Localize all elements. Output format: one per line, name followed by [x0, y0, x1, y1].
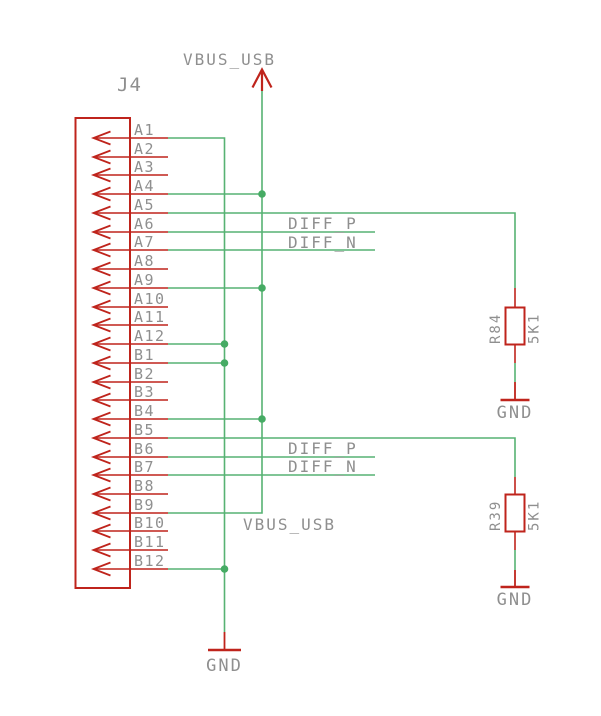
pin-label: A12: [134, 327, 166, 345]
pin-label: A6: [134, 215, 155, 233]
pin-b12: B12: [90, 552, 168, 577]
pin-label: B3: [134, 383, 155, 401]
pin-label: B11: [134, 533, 166, 551]
connector-refdes: J4: [117, 74, 142, 96]
net-label-vbus[interactable]: VBUS_USB: [243, 515, 336, 534]
pin-label: B9: [134, 496, 155, 514]
gnd-symbol-r39[interactable]: GND: [497, 570, 534, 610]
net-label-diff-p-b[interactable]: DIFF_P: [288, 439, 358, 458]
resistor-value: 5K1: [527, 500, 543, 531]
pin-b6: B6: [90, 440, 168, 465]
pin-b9: B9: [90, 496, 168, 521]
wire-cc2-to-r39[interactable]: [168, 437, 516, 477]
pin-label: A3: [134, 158, 155, 176]
pin-b5: B5: [90, 421, 168, 446]
pin-b1: B1: [90, 346, 168, 371]
pin-label: B2: [134, 365, 155, 383]
gnd-symbol-main[interactable]: GND: [206, 632, 243, 676]
pin-label: A2: [134, 140, 155, 158]
gnd-label: GND: [497, 590, 534, 610]
connector-outline: [74, 117, 131, 589]
pin-label: A9: [134, 271, 155, 289]
pin-b8: B8: [90, 477, 168, 502]
pin-a1: A1: [90, 121, 168, 146]
pin-label: B8: [134, 477, 155, 495]
junction-dot: [220, 565, 229, 573]
pin-label: B1: [134, 346, 155, 364]
pin-label: A7: [134, 233, 155, 251]
pin-a9: A9: [90, 271, 168, 296]
gnd-label: GND: [497, 403, 534, 423]
pin-a11: A11: [90, 308, 168, 333]
resistor-body: [504, 493, 526, 533]
pin-a8: A8: [90, 252, 168, 277]
up-arrow-icon: [251, 67, 273, 89]
junction-dot: [258, 190, 266, 198]
pin-label: A10: [134, 290, 166, 308]
wire-vbus-vertical: [168, 91, 263, 514]
resistor-value: 5K1: [527, 313, 543, 344]
resistor-r84[interactable]: R84 5K1: [488, 288, 543, 363]
net-label-diff-n-a[interactable]: DIFF_N: [288, 233, 358, 252]
pin-b7: B7: [90, 458, 168, 483]
pin-a2: A2: [90, 140, 168, 165]
pin-label: A11: [134, 308, 166, 326]
power-flag-vbus-top[interactable]: VBUS_USB: [183, 50, 276, 91]
pin-label: A1: [134, 121, 155, 139]
net-label-diff-n-b[interactable]: DIFF_N: [288, 457, 358, 476]
power-flag-label: VBUS_USB: [183, 50, 276, 69]
pin-a6: A6: [90, 215, 168, 240]
net-vbus-wires[interactable]: [168, 91, 266, 514]
pin-a7: A7: [90, 233, 168, 258]
resistor-body: [504, 306, 526, 346]
resistor-r39[interactable]: R39 5K1: [488, 477, 543, 550]
net-label-diff-p-a[interactable]: DIFF_P: [288, 214, 358, 233]
junction-dot: [258, 284, 266, 292]
pin-label: A4: [134, 177, 155, 195]
pin-b2: B2: [90, 365, 168, 390]
pin-label: A8: [134, 252, 155, 270]
pin-label: B10: [134, 514, 166, 532]
pin-label: B6: [134, 440, 155, 458]
resistor-refdes: R39: [488, 500, 504, 531]
junction-dot: [258, 415, 266, 423]
gnd-label: GND: [206, 656, 243, 676]
resistor-refdes: R84: [488, 313, 504, 344]
pin-a3: A3: [90, 158, 168, 183]
pin-a4: A4: [90, 177, 168, 202]
wire-cc1-to-r84[interactable]: [168, 212, 516, 288]
pin-b10: B10: [90, 514, 168, 539]
junction-dot: [220, 359, 229, 367]
gnd-symbol-r84[interactable]: GND: [497, 382, 534, 423]
pin-a5: A5: [90, 196, 168, 221]
pin-label: B7: [134, 458, 155, 476]
pin-b4: B4: [90, 402, 168, 427]
pin-label: B4: [134, 402, 155, 420]
pin-label: B12: [134, 552, 166, 570]
pin-a10: A10: [90, 290, 168, 315]
pin-label: A5: [134, 196, 155, 214]
pin-a12: A12: [90, 327, 168, 352]
pin-b11: B11: [90, 533, 168, 558]
connector-j4[interactable]: J4 A1 A2 A3 A4 A5 A: [74, 74, 169, 589]
pin-b3: B3: [90, 383, 168, 408]
pin-label: B5: [134, 421, 155, 439]
junction-dot: [220, 340, 229, 348]
net-gnd-wires[interactable]: [168, 137, 229, 632]
wire-gnd-vertical: [168, 137, 226, 632]
